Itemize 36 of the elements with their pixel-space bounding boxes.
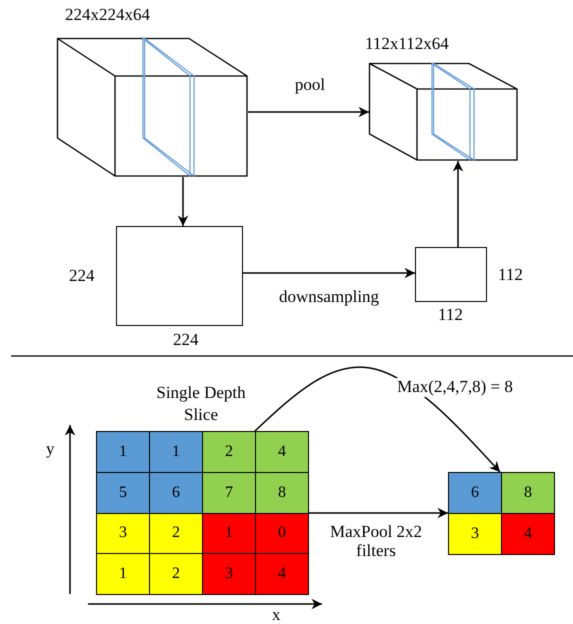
arrow bbox=[248, 106, 369, 118]
grid-cell: 3 bbox=[448, 513, 502, 555]
grid-cell: 1 bbox=[96, 553, 150, 595]
arrow bbox=[243, 268, 415, 278]
grid-cell: 8 bbox=[501, 472, 555, 514]
grid-cell: 6 bbox=[448, 472, 502, 514]
grid-cell: 5 bbox=[96, 472, 150, 514]
grid-cell: 4 bbox=[255, 553, 309, 595]
dimension-label: 224 bbox=[173, 331, 198, 350]
curved-arrow bbox=[254, 366, 501, 472]
grid-cell: 7 bbox=[202, 472, 256, 514]
grid-cell: 2 bbox=[149, 553, 203, 595]
grid-cell: 8 bbox=[255, 472, 309, 514]
grid-cell: 4 bbox=[255, 431, 309, 473]
dimension-label: 224 bbox=[69, 267, 94, 286]
grid-cell: 1 bbox=[149, 431, 203, 473]
arrow bbox=[452, 161, 464, 247]
grid-cell: 3 bbox=[202, 553, 256, 595]
arrow bbox=[178, 177, 188, 226]
heading: Single Depth Slice bbox=[155, 382, 247, 426]
dimension-label: 112 bbox=[498, 266, 523, 285]
heading: 224x224x64 bbox=[65, 6, 150, 25]
arrow bbox=[308, 508, 448, 518]
grid-cell: 6 bbox=[149, 472, 203, 514]
grid-cell: 0 bbox=[255, 512, 309, 554]
dimension-label: 112 bbox=[438, 306, 463, 325]
grid-cell: 4 bbox=[501, 513, 555, 555]
axis-label: y bbox=[46, 440, 54, 459]
heading: 112x112x64 bbox=[365, 35, 449, 54]
axis-label: x bbox=[272, 606, 280, 624]
grid-cell: 1 bbox=[202, 512, 256, 554]
grid-cell: 1 bbox=[96, 431, 150, 473]
grid-cell: 3 bbox=[96, 512, 150, 554]
number-grid bbox=[448, 472, 554, 554]
grid-cell: 2 bbox=[202, 431, 256, 473]
grid-cell: 2 bbox=[149, 512, 203, 554]
